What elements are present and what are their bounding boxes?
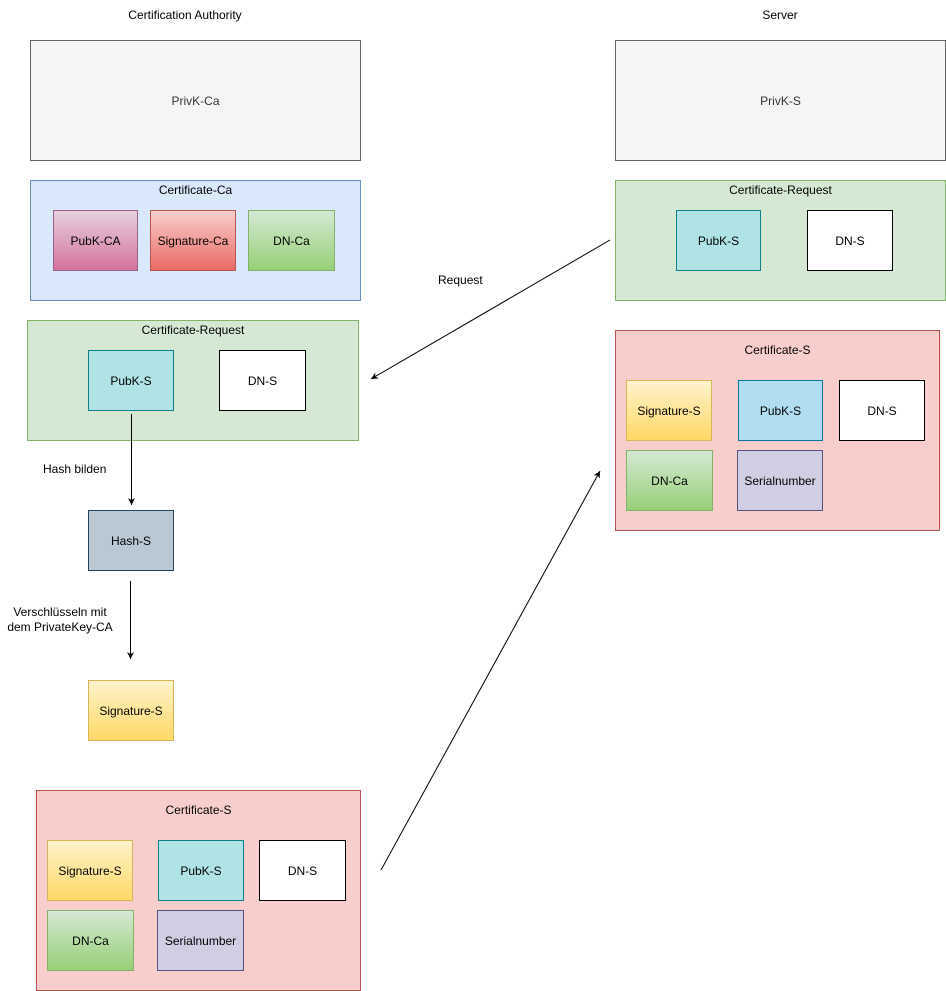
server-cert-s-pubk-label: PubK-S xyxy=(759,403,802,418)
server-certificate-s-title: Certificate-S xyxy=(744,343,811,357)
signature-s-label: Signature-S xyxy=(99,703,163,718)
ca-cert-s-dn-ca-box: DN-Ca xyxy=(47,910,134,971)
ca-public-key-box: PubK-CA xyxy=(53,210,138,271)
server-private-key-box: PrivK-S xyxy=(615,40,946,161)
ca-certificate-s-title: Certificate-S xyxy=(165,803,232,817)
server-cert-s-dn-s-label: DN-S xyxy=(867,403,897,418)
ca-cert-s-serial-label: Serialnumber xyxy=(164,933,237,948)
server-cert-s-dn-ca-label: DN-Ca xyxy=(651,473,688,488)
server-cert-s-serial-label: Serialnumber xyxy=(744,473,816,488)
server-column-heading: Server xyxy=(762,8,798,22)
ca-request-pubk-box: PubK-S xyxy=(88,350,174,411)
ca-request-dn-label: DN-S xyxy=(247,373,278,388)
ca-cert-s-signature-label: Signature-S xyxy=(58,863,122,878)
return-certificate-arrow xyxy=(380,470,601,871)
ca-public-key-label: PubK-CA xyxy=(70,233,121,248)
encrypt-step-label-line2: dem PrivateKey-CA xyxy=(7,620,113,634)
ca-cert-s-pubk-box: PubK-S xyxy=(158,840,244,901)
server-request-dn-box: DN-S xyxy=(807,210,893,271)
server-request-pubk-box: PubK-S xyxy=(676,210,761,271)
ca-dn-box: DN-Ca xyxy=(248,210,335,271)
ca-certificate-title: Certificate-Ca xyxy=(158,183,233,197)
server-request-pubk-label: PubK-S xyxy=(697,233,740,248)
server-cert-s-dn-ca-box: DN-Ca xyxy=(626,450,713,511)
server-private-key-label: PrivK-S xyxy=(760,93,801,108)
encrypt-step-label-line1: Verschlüsseln mit xyxy=(13,605,107,619)
server-request-title: Certificate-Request xyxy=(729,183,832,197)
hash-box: Hash-S xyxy=(88,510,174,571)
server-cert-s-signature-label: Signature-S xyxy=(637,403,701,418)
ca-column-heading: Certification Authority xyxy=(128,8,242,22)
ca-cert-s-serial-box: Serialnumber xyxy=(157,910,244,971)
ca-signature-label: Signature-Ca xyxy=(157,233,229,248)
ca-cert-s-signature-box: Signature-S xyxy=(47,840,133,901)
request-arrow xyxy=(370,239,611,380)
server-cert-s-dn-s-box: DN-S xyxy=(839,380,925,441)
ca-cert-s-dn-s-box: DN-S xyxy=(259,840,346,901)
ca-request-pubk-label: PubK-S xyxy=(110,373,152,388)
ca-private-key-box: PrivK-Ca xyxy=(30,40,361,161)
server-cert-s-signature-box: Signature-S xyxy=(626,380,712,441)
ca-signature-box: Signature-Ca xyxy=(150,210,236,271)
ca-private-key-label: PrivK-Ca xyxy=(171,93,220,108)
ca-request-dn-box: DN-S xyxy=(219,350,306,411)
server-cert-s-serial-box: Serialnumber xyxy=(737,450,823,511)
ca-dn-label: DN-Ca xyxy=(273,233,310,248)
server-request-dn-label: DN-S xyxy=(835,233,865,248)
ca-cert-s-dn-s-label: DN-S xyxy=(287,863,318,878)
hash-step-label: Hash bilden xyxy=(43,462,107,476)
server-cert-s-pubk-box: PubK-S xyxy=(738,380,823,441)
request-edge-label: Request xyxy=(438,273,483,287)
signature-s-box: Signature-S xyxy=(88,680,174,741)
ca-received-request-title: Certificate-Request xyxy=(141,323,245,337)
ca-cert-s-dn-ca-label: DN-Ca xyxy=(72,933,109,948)
hash-label: Hash-S xyxy=(110,533,151,548)
ca-cert-s-pubk-label: PubK-S xyxy=(180,863,222,878)
